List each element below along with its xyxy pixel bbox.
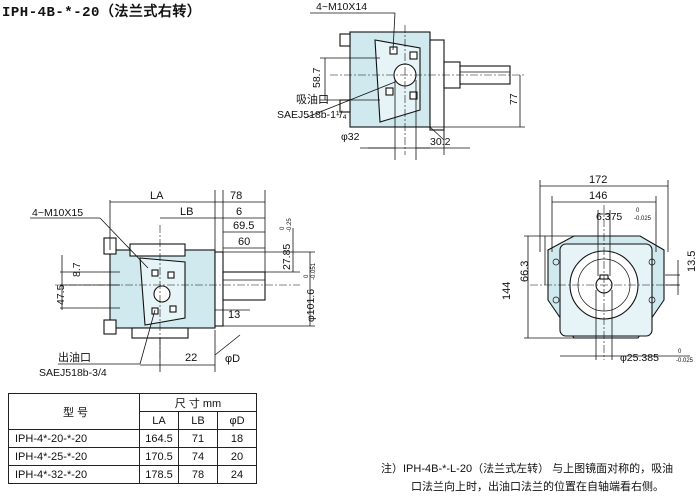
dim-172: 172 — [589, 174, 607, 186]
side-shaft — [222, 271, 266, 301]
dim-27-85-tol-up: 0 — [280, 226, 286, 230]
top-dim-30-2: 30.2 — [430, 136, 451, 148]
dim-6-375: 6.375 — [596, 211, 622, 223]
dim-69-5: 69.5 — [233, 220, 254, 232]
top-dim-77: 77 — [508, 93, 520, 105]
dim-13-5: 13.5 — [686, 251, 698, 272]
dim-27-85: 27.85 — [281, 244, 293, 270]
page-title: IPH-4B-*-20（法兰式右转） — [2, 5, 202, 21]
dim-8-7: 8.7 — [71, 262, 83, 277]
table-subheader-row: LA LB φD — [9, 411, 257, 430]
dim-27-85-tol-lo: -0.25 — [287, 218, 293, 232]
row-model: IPH-4*-25-*-20 — [8, 447, 140, 466]
row-la: 170.5 — [139, 447, 179, 466]
dim-25-385: φ25.385 — [620, 352, 659, 364]
table-row: IPH-4*-20-*-20 164.5 71 18 — [8, 429, 257, 448]
dim-47-5: 47.5 — [55, 284, 67, 305]
dim-la: LA — [150, 190, 164, 202]
size-table: 型 号 尺 寸 mm LA LB φD IPH-4*-20-*-20 164.5… — [8, 393, 257, 484]
outlet-port — [153, 285, 171, 303]
top-bolt-head — [339, 33, 351, 47]
dim-144: 144 — [501, 282, 513, 300]
dim-6: 6 — [236, 206, 242, 218]
outlet-label: 出油口 — [58, 350, 91, 364]
dim-phi-d: φD — [225, 353, 240, 365]
dim-lb: LB — [180, 206, 193, 218]
dim-22: 22 — [185, 352, 197, 364]
footnote-line-1: 注）IPH-4B-*-L-20（法兰式左转） 与上图镜面对称的，吸油 — [381, 463, 674, 475]
row-d: 18 — [217, 429, 257, 448]
side-view: LA LB 78 6 69.5 60 27.85 0 -0.25 φ101.6 … — [30, 190, 317, 379]
side-bolt-label: 4~M10X15 — [32, 207, 83, 219]
row-d: 24 — [217, 465, 257, 484]
dim-60: 60 — [238, 236, 250, 248]
footnote: 注）IPH-4B-*-L-20（法兰式左转） 与上图镜面对称的，吸油 口法兰向上… — [381, 460, 681, 496]
row-model: IPH-4*-20-*-20 — [8, 429, 140, 448]
row-lb: 74 — [178, 447, 218, 466]
dim-13: 13 — [228, 309, 240, 321]
row-la: 178.5 — [139, 465, 179, 484]
row-d: 20 — [217, 447, 257, 466]
dim-101-6-tol-lo: -0.051 — [311, 262, 317, 280]
top-view: 4~M10X14 58.7 77 吸油口 SAEJ518b-1¹/₄ φ32 3… — [277, 1, 525, 160]
col-lb: LB — [178, 411, 218, 430]
table-header-row: 型 号 尺 寸 mm — [8, 393, 257, 430]
outlet-std: SAEJ518b-3/4 — [39, 367, 107, 379]
top-bolt-label: 4~M10X14 — [316, 1, 367, 13]
table-row: IPH-4*-25-*-20 170.5 74 20 — [8, 447, 257, 466]
dim-66-3: 66.3 — [519, 261, 531, 282]
col-model: 型 号 — [8, 393, 140, 430]
row-lb: 78 — [178, 465, 218, 484]
suction-std: SAEJ518b-1¹/₄ — [277, 109, 347, 121]
row-lb: 71 — [178, 429, 218, 448]
dim-101-6: φ101.6 — [305, 289, 317, 322]
end-view: 172 146 6.375 0 -0.025 144 66.3 13.5 φ25… — [501, 174, 698, 364]
suction-label: 吸油口 — [296, 92, 329, 106]
dim-146: 146 — [589, 190, 607, 202]
col-size: 尺 寸 mm — [139, 393, 257, 412]
top-dim-58-7: 58.7 — [311, 67, 323, 88]
top-mount-flange — [429, 39, 445, 131]
dim-6-375-tol-up: 0 — [636, 208, 640, 214]
col-la: LA — [139, 411, 179, 430]
row-model: IPH-4*-32-*-20 — [8, 465, 140, 484]
dim-101-6-tol-up: 0 — [304, 274, 310, 278]
col-d: φD — [217, 411, 257, 430]
table-row: IPH-4*-32-*-20 178.5 78 24 — [8, 465, 257, 484]
row-la: 164.5 — [139, 429, 179, 448]
dim-25-385-tol-up: 0 — [678, 349, 682, 355]
dim-25-385-tol-lo: -0.025 — [676, 358, 694, 364]
dim-78: 78 — [230, 190, 242, 202]
top-dim-phi32: φ32 — [341, 131, 360, 143]
footnote-line-2: 口法兰向上时，出油口法兰的位置在自轴端看右侧。 — [411, 481, 664, 493]
dim-6-375-tol-lo: -0.025 — [634, 216, 652, 222]
